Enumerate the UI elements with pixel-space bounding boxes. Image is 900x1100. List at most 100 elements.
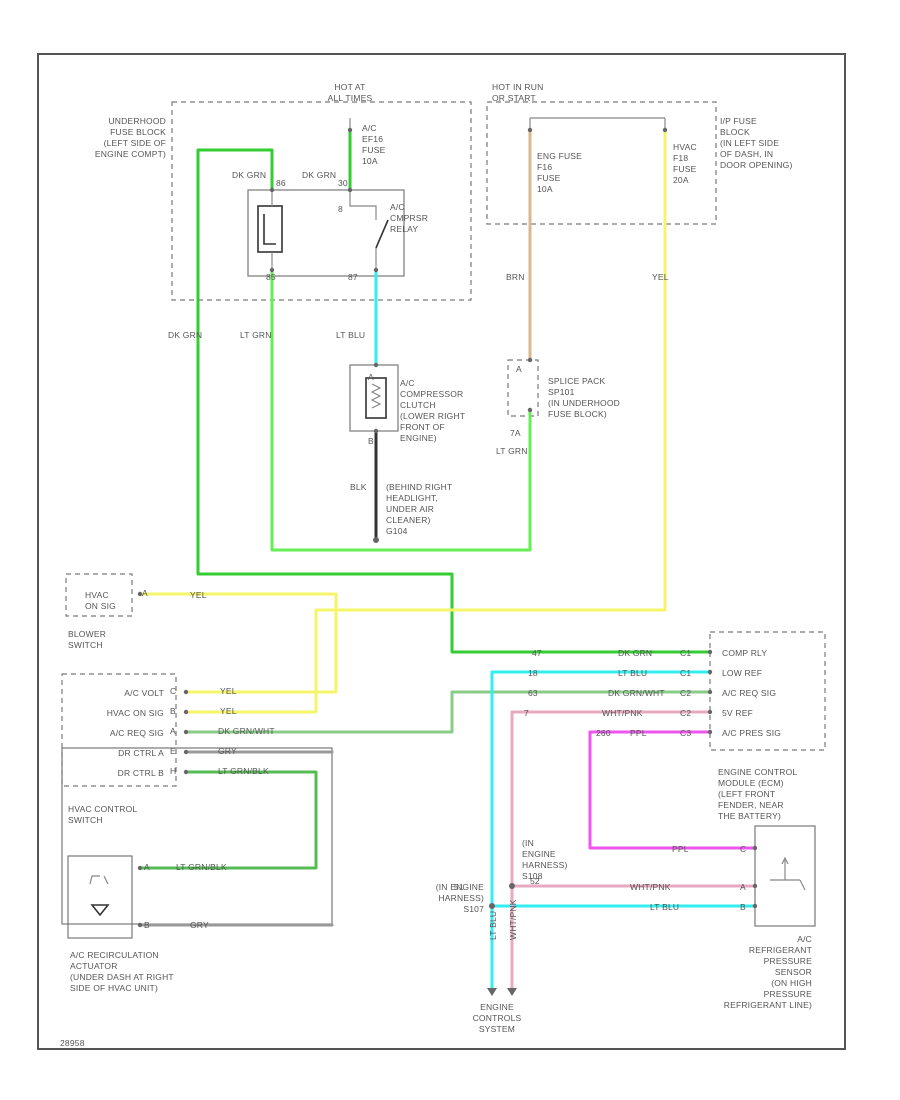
ecm-label: THE BATTERY)	[718, 811, 781, 821]
ac-compressor-clutch	[349, 364, 399, 432]
pin-dot	[707, 729, 713, 735]
blower-switch-label: BLOWER	[68, 629, 106, 639]
pin-dot	[707, 709, 713, 715]
compressor-label: ENGINE)	[400, 433, 437, 443]
hot-at-all-times-label: HOT AT	[334, 82, 365, 92]
pin-dot	[707, 689, 713, 695]
splice-pack-sp101	[507, 359, 539, 417]
clutch-coil-icon	[365, 377, 387, 419]
engine-controls-label: CONTROLS	[473, 1013, 522, 1023]
clutch-winding-icon	[370, 383, 382, 409]
pin-dot	[183, 769, 189, 775]
compressor-label: CLUTCH	[400, 400, 436, 410]
ecm-pin-label: A/C PRES SIG	[722, 728, 781, 738]
wire-dk-grn-wht	[184, 690, 712, 734]
arrow-down-icon-b	[507, 988, 517, 996]
pin-number-label: 18	[528, 668, 538, 678]
wire-color-label: LT GRN	[496, 446, 528, 456]
relay-internal-wire	[271, 190, 377, 270]
pin-number-label: B	[170, 706, 176, 716]
pin-number-label: 51	[454, 882, 464, 892]
compressor-label: (LOWER RIGHT	[400, 411, 465, 421]
compressor-label: COMPRESSOR	[400, 389, 463, 399]
pin-dot	[137, 591, 143, 597]
wire-color-label: YEL	[652, 272, 669, 282]
ecm-label: FENDER, NEAR	[718, 800, 784, 810]
wire-color-label: BLK	[350, 482, 367, 492]
pin-number-label: A	[170, 726, 176, 736]
pin-dot	[752, 883, 758, 889]
pin-number-label: 260	[596, 728, 611, 738]
wire-color-label: LT GRN/BLK	[218, 766, 269, 776]
ac-pressure-sensor-label: A/C	[797, 934, 812, 944]
engine-harness-s107-label: (IN ENGINE	[436, 882, 484, 892]
ac-fuse-label: EF16	[362, 134, 383, 144]
wire-color-label: PPL	[672, 844, 689, 854]
recirculation-actuator	[67, 855, 133, 939]
underhood-fuse-block-label: UNDERHOOD	[108, 116, 166, 126]
wire-color-label: PPL	[630, 728, 647, 738]
wire-color-label: LT BLU	[618, 668, 647, 678]
ground-g104-label: CLEANER)	[386, 515, 431, 525]
ip-fuse-block-label: DOOR OPENING)	[720, 160, 793, 170]
engine-harness-s108-label: HARNESS)	[522, 860, 568, 870]
pin-dot	[527, 407, 533, 413]
ecm-label: ENGINE CONTROL	[718, 767, 797, 777]
underhood-fuse-block-label: ENGINE COMPT)	[95, 149, 166, 159]
engine-harness-s107-label: S107	[463, 904, 484, 914]
ecm-pin-label: 5V REF	[722, 708, 753, 718]
pin-dot	[373, 267, 379, 273]
wire-ppl	[588, 730, 757, 850]
ground-g104-label: (BEHIND RIGHT	[386, 482, 452, 492]
ac-pressure-sensor-label: REFRIGERANT LINE)	[724, 1000, 812, 1010]
engine-harness-s108-label: ENGINE	[522, 849, 556, 859]
pin-number-label: C2	[680, 708, 691, 718]
blower-switch-label: SWITCH	[68, 640, 103, 650]
ac-pressure-sensor-label: PRESSURE	[764, 956, 812, 966]
pin-number-label: 47	[532, 648, 542, 658]
pin-dot	[347, 127, 353, 133]
ecm-label: (LEFT FRONT	[718, 789, 775, 799]
hot-in-run-label: HOT IN RUN	[492, 82, 543, 92]
relay-label: RELAY	[390, 224, 418, 234]
pin-dot	[707, 669, 713, 675]
pin-number-label: 87	[348, 272, 358, 282]
pin-dot	[269, 267, 275, 273]
hvac-pin-label: DR CTRL A	[118, 748, 164, 758]
engine-harness-s107-label: HARNESS)	[438, 893, 484, 903]
pin-number-label: 30	[338, 178, 348, 188]
hvac-fuse-label: F18	[673, 153, 688, 163]
pin-number-label: A	[142, 588, 148, 598]
ac-compressor-relay	[247, 189, 405, 277]
recirc-actuator-label: SIDE OF HVAC UNIT)	[70, 983, 158, 993]
ip-fuse-block-label: BLOCK	[720, 127, 750, 137]
wire-yel-long	[184, 128, 667, 714]
wire-dk-grn-main	[196, 148, 712, 654]
pin-number-label: 63	[528, 688, 538, 698]
pin-number-label: H	[170, 766, 176, 776]
wire-color-label: DK GRN	[232, 170, 266, 180]
wire-color-label: YEL	[220, 686, 237, 696]
pin-number-label: 85	[266, 272, 276, 282]
connector-pins	[137, 127, 758, 928]
relay-coil-winding-icon	[263, 214, 276, 245]
wire-color-label: BRN	[506, 272, 525, 282]
pin-dot	[373, 428, 379, 434]
pin-dot	[347, 187, 353, 193]
pin-dot	[269, 187, 275, 193]
pin-number-label: A	[516, 364, 522, 374]
hvac-pin-label: DR CTRL B	[118, 768, 164, 778]
wire-color-label: GRY	[218, 746, 237, 756]
ac-pressure-sensor	[754, 825, 816, 927]
relay-switch-icon	[375, 219, 389, 249]
pin-number-label: C2	[680, 688, 691, 698]
pin-dot	[183, 689, 189, 695]
pin-dot	[527, 357, 533, 363]
pin-number-label: 7A	[510, 428, 521, 438]
wire-color-label: DK GRN	[302, 170, 336, 180]
splice-label: (IN UNDERHOOD	[548, 398, 620, 408]
engine-controls-label: SYSTEM	[479, 1024, 515, 1034]
pin-number-label: 86	[276, 178, 286, 188]
arrow-down-icon	[487, 988, 497, 996]
ip-fuse-block-label: I/P FUSE	[720, 116, 757, 126]
